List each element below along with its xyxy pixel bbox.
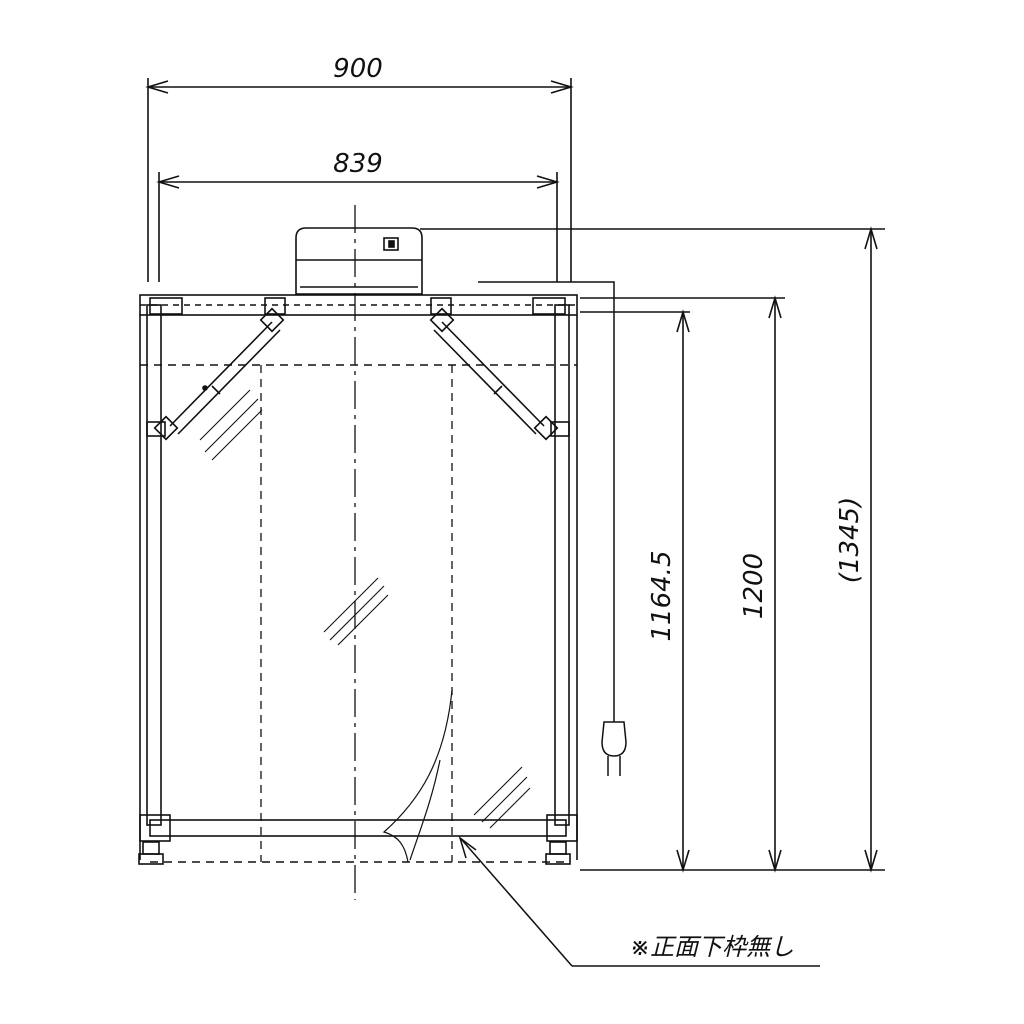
bottom-rail bbox=[149, 819, 567, 837]
left-gas-spring bbox=[153, 307, 285, 441]
glass-hatching bbox=[199, 389, 531, 829]
gas-springs bbox=[146, 307, 570, 441]
frame bbox=[138, 294, 578, 865]
dim-label-1164-5: 1164.5 bbox=[647, 551, 677, 642]
dim-label-1345: (1345) bbox=[835, 497, 865, 583]
dim-label-1200: 1200 bbox=[739, 553, 769, 619]
dim-label-839: 839 bbox=[333, 149, 383, 179]
leader-line bbox=[458, 836, 820, 967]
left-foot bbox=[142, 841, 160, 855]
right-gas-spring bbox=[429, 307, 559, 441]
fan-filter-unit bbox=[295, 227, 423, 295]
note-no-front-lower-frame: ※正面下枠無し bbox=[630, 933, 794, 961]
plug-icon bbox=[601, 721, 627, 757]
hidden-lines bbox=[260, 205, 453, 900]
right-post bbox=[554, 304, 570, 826]
curtain-edge bbox=[382, 689, 453, 863]
dimension-lines bbox=[145, 78, 885, 873]
power-cord bbox=[478, 281, 627, 776]
top-beam bbox=[139, 294, 578, 316]
dim-label-900: 900 bbox=[333, 54, 383, 84]
switch-icon bbox=[383, 237, 399, 251]
left-post bbox=[146, 304, 162, 826]
right-foot bbox=[549, 841, 567, 855]
